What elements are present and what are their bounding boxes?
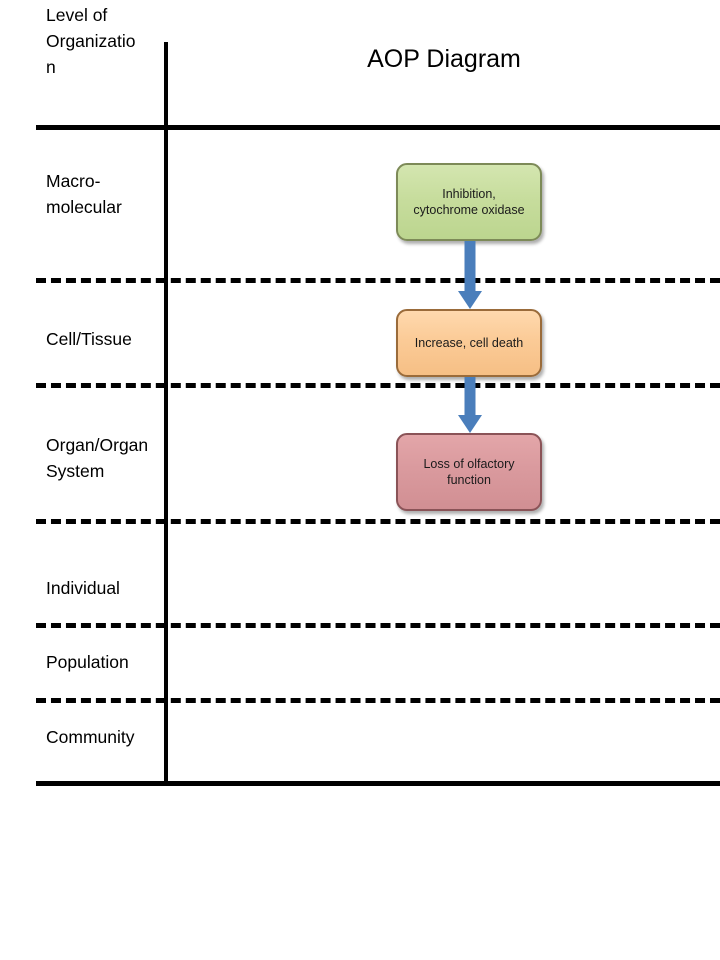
arrow-head <box>458 291 482 309</box>
header-separator-line <box>36 125 720 130</box>
level-column-divider-line <box>164 42 168 785</box>
level-label-organ-organ-system: Organ/Organ System <box>46 435 149 481</box>
level-of-organization-axis-label: Level of Organizatio n <box>46 5 136 77</box>
arrow-shaft <box>464 241 476 291</box>
event-node-label: Increase, cell death <box>414 336 524 350</box>
divider-cell-organ <box>36 383 720 388</box>
arrow-head <box>458 415 482 433</box>
divider-population-community <box>36 698 720 703</box>
divider-organ-individual <box>36 519 720 524</box>
divider-individual-population <box>36 623 720 628</box>
level-label-macro-molecular: Macro- molecular <box>46 171 122 217</box>
level-label-cell-tissue: Cell/Tissue <box>46 329 132 349</box>
divider-macromolecular-cell <box>36 278 720 283</box>
level-label-community: Community <box>46 727 135 747</box>
event-node-key-event-cell-death[interactable]: Increase, cell death <box>396 309 542 377</box>
bottom-border-line <box>36 781 720 786</box>
arrow-down-icon-arrow-mie-to-cell-death <box>458 241 482 309</box>
arrow-shaft <box>464 377 476 415</box>
arrow-down-icon-arrow-cell-death-to-outcome <box>458 377 482 433</box>
event-node-adverse-outcome-olfactory[interactable]: Loss of olfactory function <box>396 433 542 511</box>
event-node-molecular-initiating-event[interactable]: Inhibition, cytochrome oxidase <box>396 163 542 241</box>
level-label-population: Population <box>46 652 129 672</box>
event-node-label: Inhibition, cytochrome oxidase <box>413 187 525 217</box>
level-label-individual: Individual <box>46 578 120 598</box>
page-title: AOP Diagram <box>367 45 521 73</box>
event-node-label: Loss of olfactory function <box>423 457 515 487</box>
